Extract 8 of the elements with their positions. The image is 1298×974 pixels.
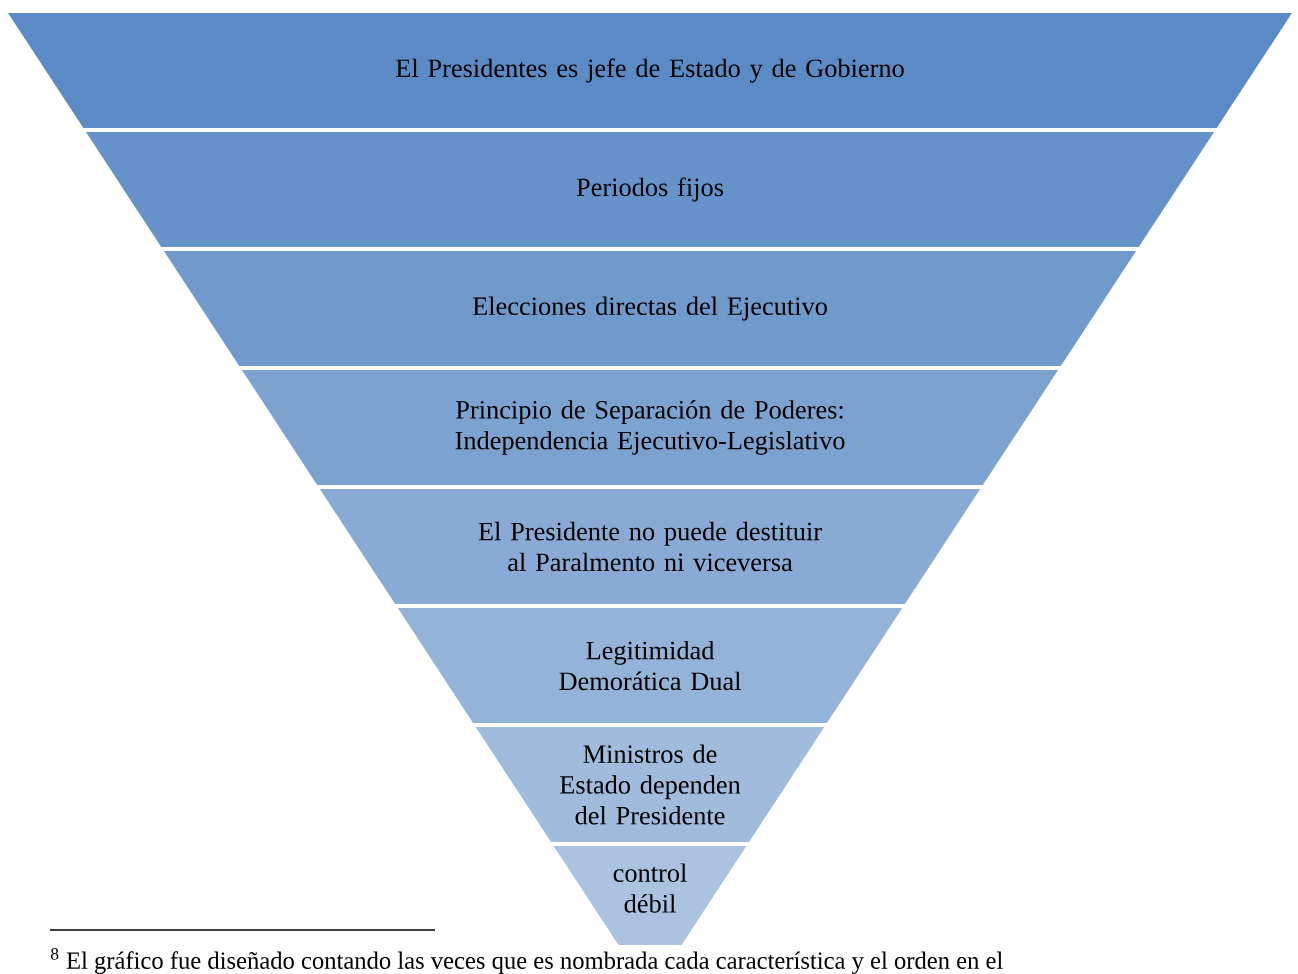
pyramid-band: Elecciones directas del Ejecutivo	[163, 251, 1137, 366]
pyramid-band: Principio de Separación de Poderes: Independencia Ejecutivo-Legislativo	[241, 370, 1059, 485]
pyramid-band: Ministros de Estado dependen del Presidente	[475, 727, 825, 842]
pyramid-band: Periodos fijos	[85, 132, 1215, 247]
pyramid-band: El Presidentes es jefe de Estado y de Gobierno	[8, 13, 1292, 128]
pyramid-band: control débil	[553, 846, 747, 945]
pyramid-band: Legitimidad Demorática Dual	[397, 608, 903, 723]
pyramid-band: El Presidente no puede destituir al Paralmento ni viceversa	[319, 489, 981, 604]
